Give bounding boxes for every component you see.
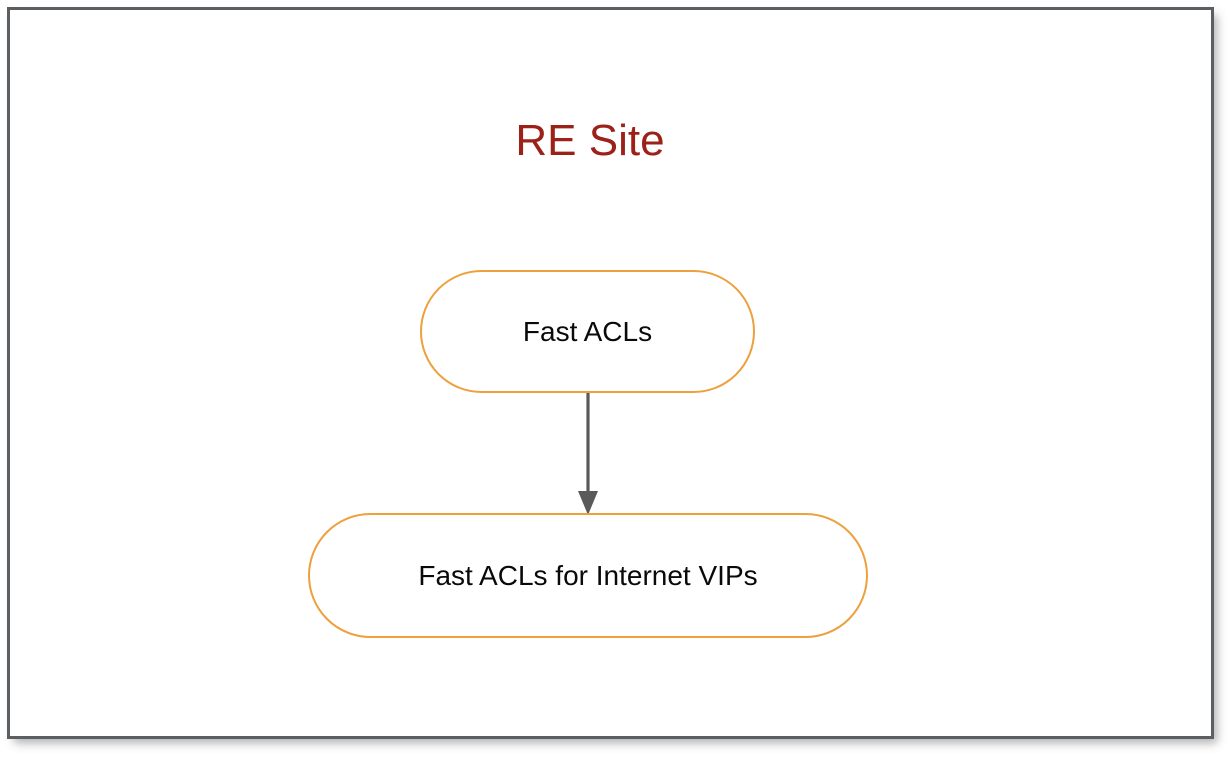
diagram-surface: RE Site Fast ACLs Fast ACLs for Internet… xyxy=(10,10,1211,736)
arrowhead-icon xyxy=(578,491,598,515)
edge-fast-acls-to-fast-acls-internet-vips xyxy=(578,393,598,515)
node-fast-acls[interactable]: Fast ACLs xyxy=(420,270,755,393)
page-title: RE Site xyxy=(515,116,665,165)
node-fast-acls-internet-vips[interactable]: Fast ACLs for Internet VIPs xyxy=(308,513,868,638)
node-fast-acls-internet-vips-label: Fast ACLs for Internet VIPs xyxy=(418,559,758,591)
node-fast-acls-label: Fast ACLs xyxy=(522,315,653,347)
diagram-canvas-frame: RE Site Fast ACLs Fast ACLs for Internet… xyxy=(7,7,1214,739)
